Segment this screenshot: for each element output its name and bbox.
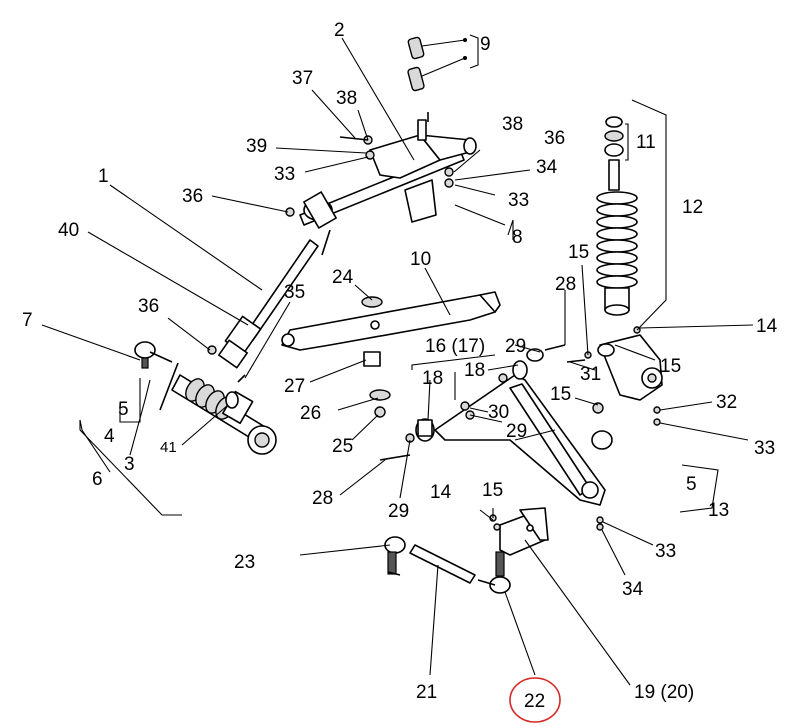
label-10: 10 bbox=[410, 249, 431, 270]
label-21: 21 bbox=[416, 682, 437, 703]
callout-labels: 1 2 3 4 5 5 6 7 8 9 10 11 12 13 14 14 15… bbox=[22, 20, 778, 712]
label-32: 32 bbox=[716, 392, 737, 413]
label-29-mid: 29 bbox=[506, 421, 527, 442]
label-4: 4 bbox=[104, 426, 115, 447]
label-33-left: 33 bbox=[274, 164, 295, 185]
label-27: 27 bbox=[284, 376, 305, 397]
small-hardware bbox=[159, 112, 661, 576]
label-8: 8 bbox=[512, 227, 523, 248]
label-36-left: 36 bbox=[138, 296, 159, 317]
label-28-top: 28 bbox=[555, 274, 576, 295]
tie-rod-end-left bbox=[134, 341, 173, 369]
label-36-upper: 36 bbox=[182, 186, 203, 207]
label-34-bottom: 34 bbox=[622, 579, 644, 600]
label-15-top: 15 bbox=[568, 242, 589, 263]
mounting-bracket bbox=[499, 507, 549, 556]
label-18-right: 18 bbox=[464, 360, 485, 381]
label-22: 22 bbox=[524, 691, 545, 712]
highlight-circle bbox=[509, 677, 561, 723]
label-3: 3 bbox=[124, 454, 135, 475]
shock-absorber-spring bbox=[596, 116, 638, 316]
label-24: 24 bbox=[332, 267, 354, 288]
hub-carrier bbox=[597, 334, 663, 401]
steering-rack bbox=[171, 374, 277, 455]
label-30: 30 bbox=[488, 402, 509, 423]
label-29-top: 29 bbox=[505, 336, 526, 357]
tie-rod-assembly bbox=[384, 536, 511, 594]
label-38-left: 38 bbox=[336, 88, 357, 109]
label-26: 26 bbox=[300, 403, 321, 424]
label-33-bottom: 33 bbox=[655, 541, 676, 562]
label-39: 39 bbox=[246, 136, 267, 157]
label-19: 19 (20) bbox=[634, 682, 694, 703]
label-7: 7 bbox=[22, 310, 33, 331]
label-11: 11 bbox=[636, 132, 656, 153]
label-25: 25 bbox=[332, 436, 353, 457]
label-12: 12 bbox=[682, 197, 703, 218]
label-28-bottom: 28 bbox=[312, 488, 333, 509]
label-34-upper: 34 bbox=[536, 157, 558, 178]
label-40: 40 bbox=[58, 220, 79, 241]
label-9: 9 bbox=[480, 34, 491, 55]
label-2: 2 bbox=[334, 20, 345, 41]
ball-joint-pair bbox=[407, 36, 467, 92]
label-15-hub: 15 bbox=[660, 356, 681, 377]
label-1: 1 bbox=[98, 166, 109, 187]
steering-support-bracket bbox=[369, 119, 477, 223]
label-5-right: 5 bbox=[686, 474, 697, 495]
label-29-bottom: 29 bbox=[388, 501, 409, 522]
label-18-left: 18 bbox=[422, 368, 443, 389]
label-15-bottom: 15 bbox=[482, 480, 503, 501]
label-6: 6 bbox=[92, 469, 103, 490]
label-41: 41 bbox=[160, 439, 177, 456]
label-38-right: 38 bbox=[502, 114, 523, 135]
label-15-arm: 15 bbox=[550, 384, 571, 405]
label-23: 23 bbox=[234, 552, 255, 573]
leader-lines bbox=[41, 34, 754, 686]
label-31: 31 bbox=[580, 364, 601, 385]
label-33-right: 33 bbox=[754, 438, 775, 459]
label-14-bottom: 14 bbox=[430, 482, 452, 503]
label-36-right: 36 bbox=[544, 128, 565, 149]
steering-column-shaft bbox=[218, 149, 465, 369]
label-14-right: 14 bbox=[756, 316, 778, 337]
label-37: 37 bbox=[292, 68, 313, 89]
label-13: 13 bbox=[708, 500, 729, 521]
label-5-left: 5 bbox=[118, 399, 129, 420]
label-33-upper: 33 bbox=[508, 190, 529, 211]
upper-link-arm bbox=[281, 291, 501, 351]
label-16: 16 (17) bbox=[425, 336, 485, 357]
label-35: 35 bbox=[284, 282, 305, 303]
